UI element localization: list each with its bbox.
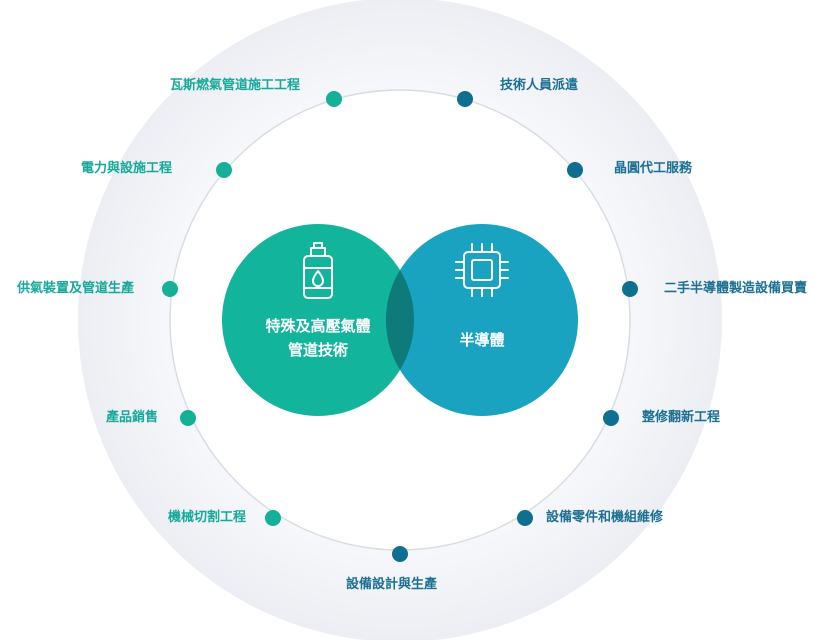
node-label-mechanical-cutting: 機械切割工程 (167, 510, 246, 525)
node-dot-staff-dispatch (457, 91, 473, 107)
node-label-staff-dispatch: 技術人員派遣 (500, 78, 579, 93)
node-dot-foundry (567, 162, 583, 178)
chip-icon (455, 243, 509, 297)
venn-left-circle (222, 224, 414, 416)
gas-cylinder-icon (303, 242, 333, 299)
node-dot-design-production (392, 546, 408, 562)
node-label-design-production: 設備設計與生產 (346, 577, 438, 592)
venn-left-title-line2: 管道技術 (287, 341, 348, 359)
node-dot-parts-repair (517, 510, 533, 526)
node-label-parts-repair: 設備零件和機組維修 (546, 510, 664, 525)
node-dot-gas-pipeline (326, 91, 342, 107)
node-label-refurbish: 整修翻新工程 (642, 410, 721, 425)
node-dot-gas-supply (162, 281, 178, 297)
node-dot-mechanical-cutting (265, 510, 281, 526)
venn-right-title: 半導體 (459, 331, 505, 349)
venn-right-circle (386, 224, 578, 416)
node-label-gas-supply: 供氣裝置及管道生產 (16, 281, 134, 296)
node-dot-product-sales (180, 410, 196, 426)
node-label-foundry: 晶圓代工服務 (614, 161, 693, 176)
node-label-used-equipment: 二手半導體製造設備買賣 (664, 281, 808, 296)
node-dot-used-equipment (622, 281, 638, 297)
node-label-power-facility: 電力與設施工程 (80, 161, 172, 176)
node-dot-refurbish (603, 410, 619, 426)
venn-left-title-line1: 特殊及高壓氣體 (265, 317, 371, 335)
node-label-product-sales: 產品銷售 (105, 410, 158, 425)
venn-left-title: 特殊及高壓氣體 管道技術 (238, 314, 398, 362)
node-label-gas-pipeline: 瓦斯燃氣管道施工工程 (169, 78, 300, 93)
node-dot-power-facility (216, 162, 232, 178)
